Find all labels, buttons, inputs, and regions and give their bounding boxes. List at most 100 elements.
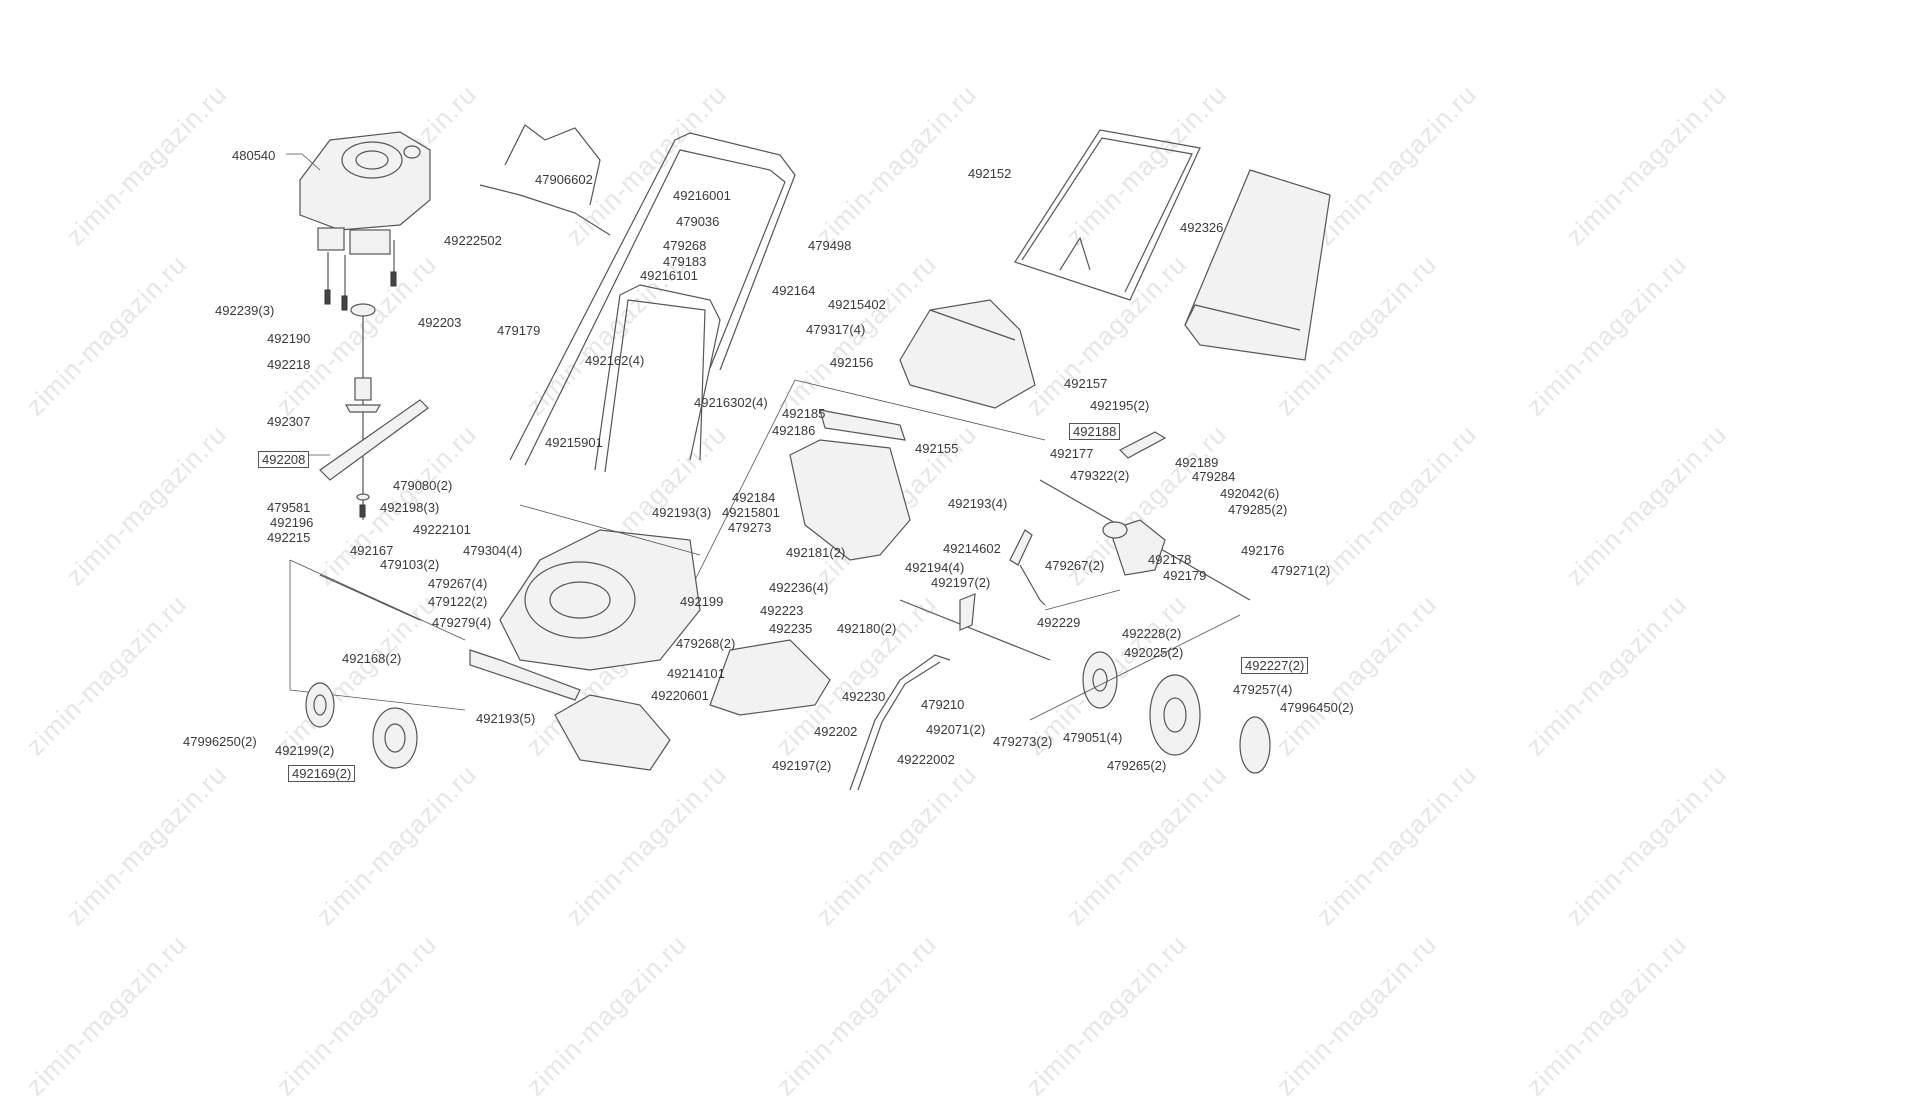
handle-drawing [479,124,796,473]
part-label: 492169(2) [288,765,356,782]
watermark-text: zimin-magazin.ru [520,928,693,1102]
watermark-text: zimin-magazin.ru [1520,928,1693,1102]
part-label: 492307 [267,414,311,429]
part-label: 492177 [1050,446,1094,461]
part-label: 492228(2) [1122,626,1182,641]
watermark-text: zimin-magazin.ru [270,928,443,1102]
part-label: 492198(3) [380,500,440,515]
grass-catcher-frame-drawing [1014,129,1201,301]
part-label: 492152 [968,166,1012,181]
part-label: 492199(2) [275,743,335,758]
part-label: 49216101 [640,268,698,283]
part-label: 49222502 [444,233,502,248]
part-label: 492025(2) [1124,645,1184,660]
part-label: 49215901 [545,435,603,450]
part-label: 480540 [232,148,276,163]
part-label: 492218 [267,357,311,372]
part-label: 479271(2) [1271,563,1331,578]
watermark-text: zimin-magazin.ru [1560,418,1733,592]
part-label: 492180(2) [837,621,897,636]
rear-base-drawing [709,639,831,716]
part-label: 479273(2) [993,734,1053,749]
part-label: 479267(4) [428,576,488,591]
part-label: 492167 [350,543,394,558]
part-label: 492176 [1241,543,1285,558]
part-label: 47996450(2) [1280,700,1354,715]
height-lever-drawing [849,529,1046,791]
part-label: 479036 [676,214,720,229]
exploded-parts-diagram [286,124,1331,791]
part-label: 492326 [1180,220,1224,235]
part-label: 492184 [732,490,776,505]
part-label: 479279(4) [432,615,492,630]
part-label: 479080(2) [393,478,453,493]
part-label: 49216001 [673,188,731,203]
part-label: 492179 [1163,568,1207,583]
part-label: 492239(3) [215,303,275,318]
part-label: 479498 [808,238,852,253]
part-label: 492164 [772,283,816,298]
part-label: 49222002 [897,752,955,767]
part-label: 492042(6) [1220,486,1280,501]
part-label: 49215402 [828,297,886,312]
part-label: 492188 [1069,423,1121,440]
watermark-text: zimin-magazin.ru [20,928,193,1102]
part-label: 492202 [814,724,858,739]
part-label: 492155 [915,441,959,456]
part-label: 492181(2) [786,545,846,560]
part-label: 479183 [663,254,707,269]
part-label: 492229 [1037,615,1081,630]
part-label: 492186 [772,423,816,438]
mulch-plug-drawing [554,694,671,771]
part-label: 479267(2) [1045,558,1105,573]
part-label: 479210 [921,697,965,712]
deck-drawing [469,504,701,701]
part-label: 492156 [830,355,874,370]
part-label: 492230 [842,689,886,704]
rear-axle-drawing [899,431,1271,774]
part-label: 492194(4) [905,560,965,575]
part-label: 492193(5) [476,711,536,726]
part-label: 47906602 [535,172,593,187]
part-label: 492193(3) [652,505,712,520]
part-label: 479317(4) [806,322,866,337]
part-label: 492196 [270,515,314,530]
part-label: 492197(2) [931,575,991,590]
front-axle-drawing [289,559,466,769]
part-label: 49220601 [651,688,709,703]
watermark-text: zimin-magazin.ru [1560,758,1733,932]
part-label: 492195(2) [1090,398,1150,413]
rear-chute-drawing [689,379,1046,591]
part-label: 492162(4) [585,353,645,368]
part-label: 492193(4) [948,496,1008,511]
watermark-text: zimin-magazin.ru [770,928,943,1102]
part-label: 492208 [258,451,310,468]
blade-assembly-drawing [308,303,429,520]
part-label: 492203 [418,315,462,330]
rear-guard-drawing [899,299,1036,409]
part-label: 479304(4) [463,543,523,558]
part-label: 479322(2) [1070,468,1130,483]
part-label: 49222101 [413,522,471,537]
part-label: 492199 [680,594,724,609]
part-label: 492168(2) [342,651,402,666]
part-label: 49215801 [722,505,780,520]
grass-bag-drawing [1184,169,1331,361]
part-label: 479051(4) [1063,730,1123,745]
part-label: 492190 [267,331,311,346]
part-label: 492223 [760,603,804,618]
part-label: 479257(4) [1233,682,1293,697]
part-label: 479265(2) [1107,758,1167,773]
part-label: 49216302(4) [694,395,768,410]
watermark-text: zimin-magazin.ru [1560,78,1733,252]
part-label: 492157 [1064,376,1108,391]
part-label: 479285(2) [1228,502,1288,517]
part-label: 479284 [1192,469,1236,484]
part-label: 479122(2) [428,594,488,609]
part-label: 479273 [728,520,772,535]
part-label: 492189 [1175,455,1219,470]
part-label: 492235 [769,621,813,636]
part-label: 479103(2) [380,557,440,572]
part-label: 492236(4) [769,580,829,595]
part-label: 49214101 [667,666,725,681]
